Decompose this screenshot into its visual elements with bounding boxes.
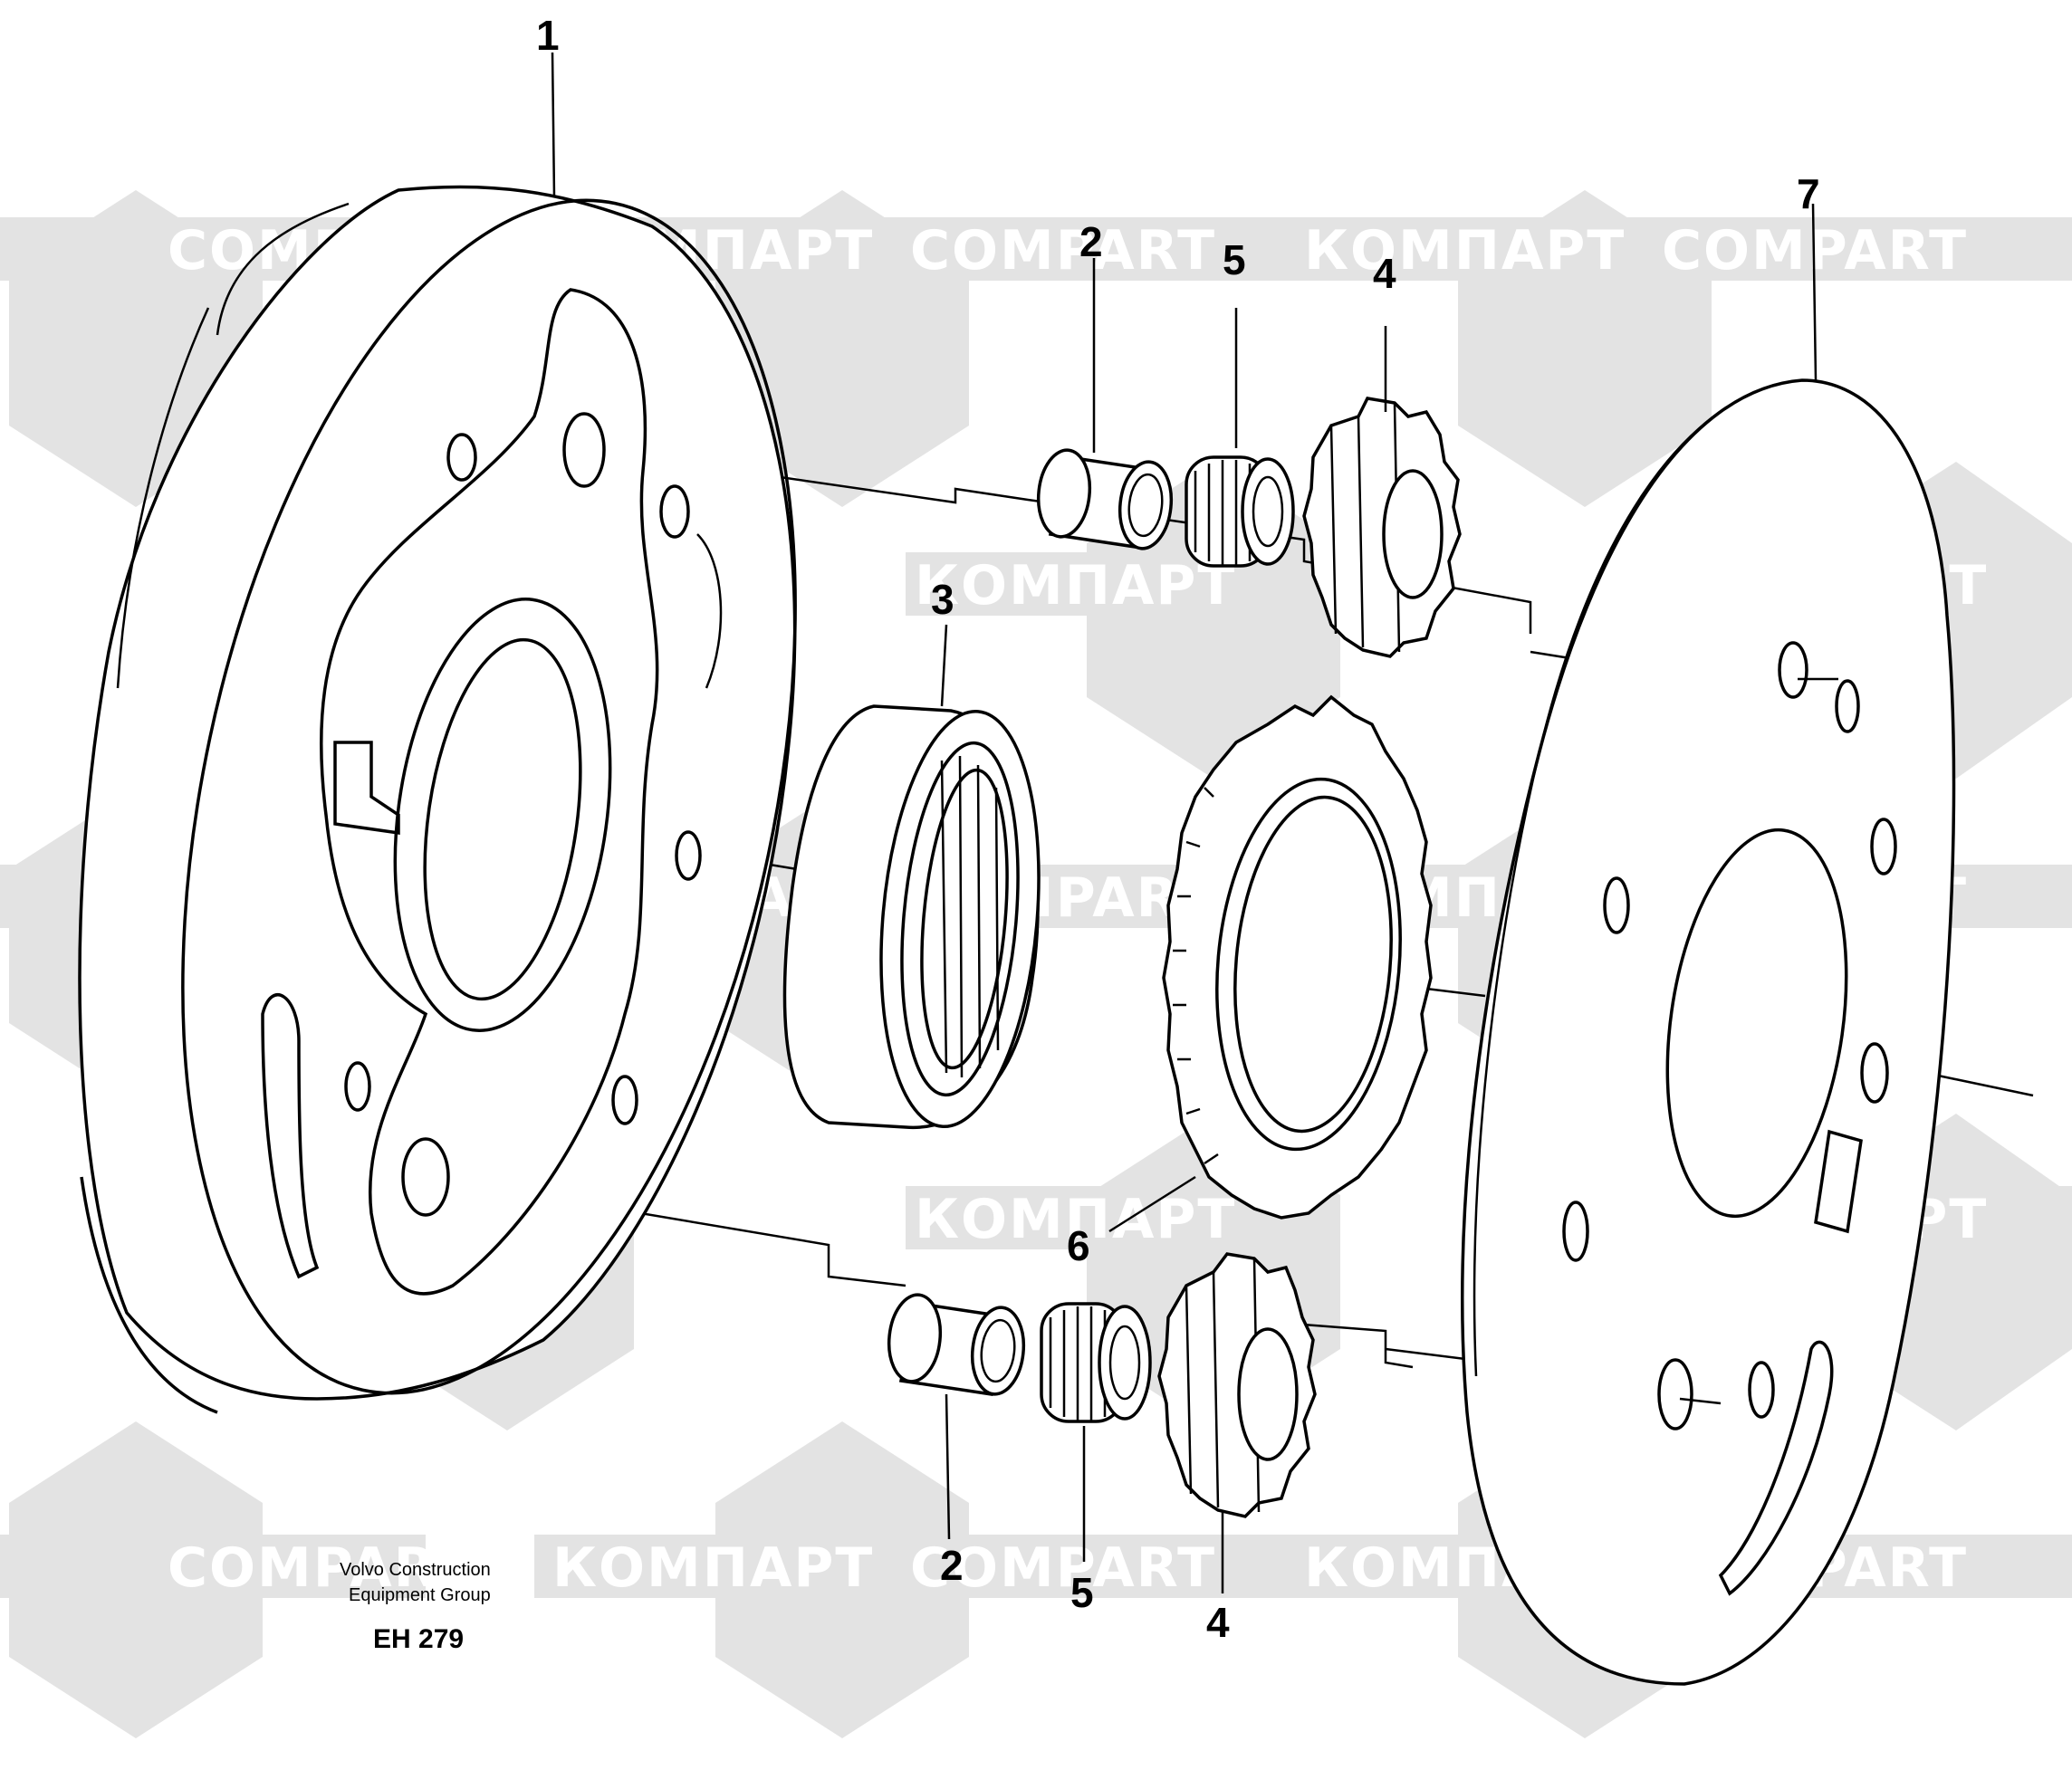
callout-part-5-top: 5: [1223, 236, 1246, 283]
part-2-pin-bottom: [887, 1293, 1026, 1396]
callout-part-4-top: 4: [1373, 250, 1396, 297]
callout-part-7: 7: [1797, 170, 1820, 217]
callout-leaders: [551, 52, 1818, 1593]
callout-labels: 1 2 5 4 7 3 6 2 5 4: [536, 12, 1820, 1646]
callout-part-4-bottom: 4: [1206, 1599, 1230, 1646]
watermark-word: КОМПАРТ: [552, 1536, 874, 1600]
part-2-pin-top: [1036, 448, 1174, 550]
watermark-word: COMPART: [910, 219, 1216, 282]
watermark-word: COMPART: [168, 1536, 474, 1600]
drawing-code: EH 279: [373, 1624, 464, 1654]
watermark-word: КОМПАРТ: [915, 1188, 1236, 1251]
caption-line-1: Volvo Construction: [340, 1560, 491, 1580]
part-7-cover-plate: [1461, 378, 1956, 1686]
callout-part-3: 3: [931, 576, 954, 623]
watermark-word: КОМПАРТ: [1304, 219, 1626, 282]
watermark-word: COMPART: [910, 1536, 1216, 1600]
part-1-carrier-housing: [78, 185, 797, 1414]
part-3-roller-bearing: [782, 704, 1041, 1130]
part-5-bushing-bottom: [1040, 1302, 1152, 1423]
part-4-gear-top: [1302, 397, 1462, 658]
part-5-bushing-top: [1185, 455, 1295, 568]
callout-part-5-bottom: 5: [1070, 1569, 1094, 1616]
callout-part-2-top: 2: [1079, 218, 1103, 265]
part-4-gear-bottom: [1157, 1252, 1317, 1518]
part-6-sun-gear: [1162, 694, 1433, 1220]
caption-line-2: Equipment Group: [349, 1585, 491, 1605]
publisher-caption: Volvo Construction Equipment Group EH 27…: [340, 1560, 491, 1654]
callout-part-6: 6: [1067, 1222, 1090, 1269]
watermark-word: КОМПАРТ: [915, 554, 1236, 617]
callout-part-2-bottom: 2: [940, 1542, 964, 1589]
callout-part-1: 1: [536, 12, 560, 59]
